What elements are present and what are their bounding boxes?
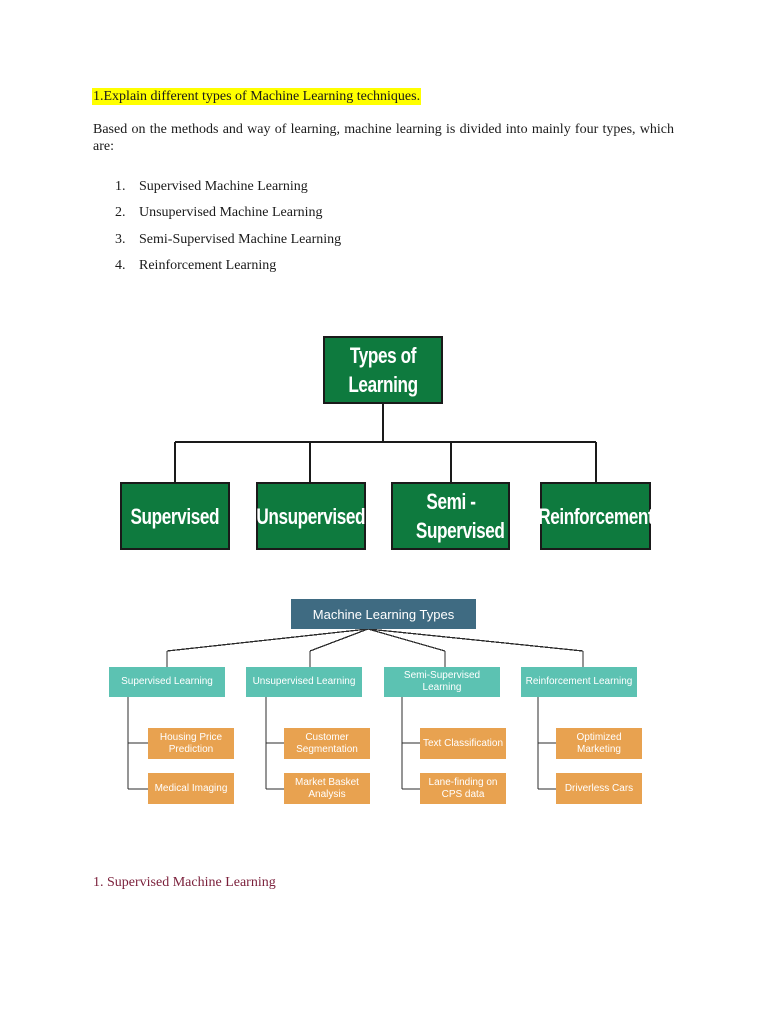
list-item: 3. Semi-Supervised Machine Learning bbox=[115, 231, 341, 257]
node-label: Reinforcement bbox=[537, 503, 654, 529]
list-item: 2. Unsupervised Machine Learning bbox=[115, 204, 341, 230]
list-number: 4. bbox=[115, 257, 126, 273]
types-of-learning-diagram: Types of Learning Supervised Unsupervise… bbox=[120, 334, 654, 552]
root-node-machine-learning-types: Machine Learning Types bbox=[291, 599, 476, 629]
item-driverless-cars: Driverless Cars bbox=[556, 773, 642, 804]
root-node-label: Types of Learning bbox=[348, 343, 418, 397]
item-medical-imaging: Medical Imaging bbox=[148, 773, 234, 804]
item-optimized-marketing: Optimized Marketing bbox=[556, 728, 642, 759]
question-heading: 1.Explain different types of Machine Lea… bbox=[92, 88, 422, 105]
node-semi-supervised: Semi - Supervised bbox=[391, 482, 510, 550]
node-supervised: Supervised bbox=[120, 482, 230, 550]
node-label: Supervised bbox=[130, 503, 220, 529]
list-item: 1. Supervised Machine Learning bbox=[115, 178, 341, 204]
list-number: 1. bbox=[115, 179, 126, 194]
node-unsupervised: Unsupervised bbox=[256, 482, 366, 550]
category-semi-supervised-learning: Semi-Supervised Learning bbox=[384, 667, 500, 697]
list-text: Semi-Supervised Machine Learning bbox=[139, 231, 342, 247]
diagram1-connectors bbox=[174, 404, 597, 482]
category-reinforcement-learning: Reinforcement Learning bbox=[521, 667, 637, 697]
types-list: 1. Supervised Machine Learning 2. Unsuperv… bbox=[115, 178, 341, 283]
item-housing-price-prediction: Housing Price Prediction bbox=[148, 728, 234, 759]
diagram2-connectors bbox=[127, 628, 584, 790]
intro-paragraph: Based on the methods and way of learning… bbox=[93, 122, 674, 154]
category-supervised-learning: Supervised Learning bbox=[109, 667, 225, 697]
root-node-types-of-learning: Types of Learning bbox=[323, 336, 443, 404]
list-number: 3. bbox=[115, 231, 126, 247]
node-label: Unsupervised bbox=[256, 503, 366, 529]
item-customer-segmentation: Customer Segmentation bbox=[284, 728, 370, 759]
section-heading-supervised: 1. Supervised Machine Learning bbox=[93, 875, 276, 890]
list-text: Reinforcement Learning bbox=[139, 257, 277, 273]
item-lane-finding: Lane-finding on CPS data bbox=[420, 773, 506, 804]
list-number: 2. bbox=[115, 205, 126, 221]
list-item: 4. Reinforcement Learning bbox=[115, 257, 341, 283]
list-text: Unsupervised Machine Learning bbox=[139, 205, 323, 221]
category-unsupervised-learning: Unsupervised Learning bbox=[246, 667, 362, 697]
node-reinforcement: Reinforcement bbox=[537, 482, 654, 550]
item-text-classification: Text Classification bbox=[420, 728, 506, 759]
item-market-basket-analysis: Market Basket Analysis bbox=[284, 773, 370, 804]
machine-learning-types-diagram: Machine Learning Types Supervised Learni… bbox=[106, 597, 644, 807]
list-text: Supervised Machine Learning bbox=[139, 179, 308, 194]
node-label: Semi - Supervised bbox=[415, 489, 505, 543]
